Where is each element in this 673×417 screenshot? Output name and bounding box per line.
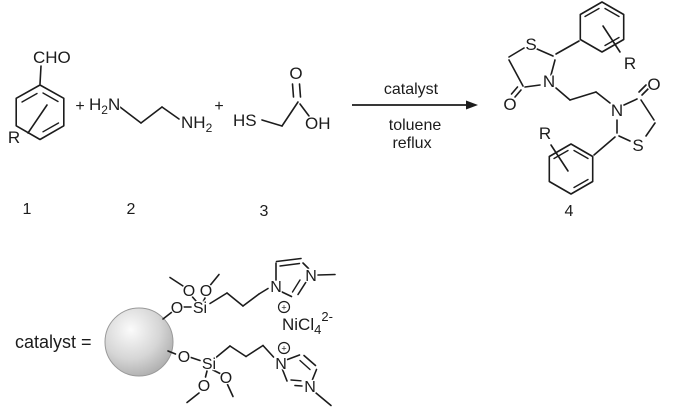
nitrogen-label: N — [305, 268, 317, 285]
silicon-label: Si — [202, 356, 216, 373]
oxygen-label-bottom: O — [647, 75, 660, 94]
methoxy-oxygen-label: O — [220, 370, 232, 387]
compound-number-1: 1 — [23, 201, 32, 218]
amine-n: N — [108, 95, 120, 114]
plus-charge-label: + — [281, 344, 286, 354]
arrow-condition-solvent: toluene — [389, 117, 442, 134]
counterion-main: NiCl — [282, 315, 314, 334]
variable-position-bond — [27, 104, 48, 134]
r-group-label-bottom: R — [539, 124, 551, 143]
silicon-label: Si — [193, 300, 207, 317]
hydroxyl-label: OH — [305, 114, 331, 133]
nitrogen-label: N — [270, 279, 282, 296]
counterion-label: NiCl42- — [282, 309, 333, 337]
arrow-condition-above: catalyst — [384, 81, 439, 98]
nitrogen-label-top: N — [543, 72, 555, 91]
nitrogen-label: N — [275, 356, 287, 373]
variable-position-bond — [602, 25, 621, 53]
oxygen-label: O — [178, 349, 190, 366]
imidazolium-ring-top: N N + — [269, 257, 336, 314]
amine-h: H — [89, 95, 101, 114]
sulfur-label-bottom: S — [632, 136, 643, 155]
reaction-arrow: catalyst toluene reflux — [352, 80, 478, 153]
amine-right-label: NH2 — [181, 113, 213, 135]
plus-charge-icon — [277, 300, 291, 314]
sulfur-label-top: S — [525, 35, 536, 54]
plus-sign-2: + — [214, 98, 223, 115]
silica-sphere — [104, 307, 174, 377]
variable-position-bond — [550, 144, 569, 172]
reactant-2-ethylenediamine: H2N NH2 2 — [88, 94, 214, 220]
amine-subscript: 2 — [101, 103, 108, 117]
nitrogen-label-bottom: N — [611, 101, 623, 120]
catalyst-definition: catalyst = O Si O O — [14, 257, 336, 407]
r-group-label: R — [8, 128, 20, 147]
methoxy-oxygen-label: O — [183, 283, 195, 300]
imidazolium-ring-bottom: N N + — [274, 341, 332, 407]
aldehyde-label: CHO — [33, 48, 71, 67]
silane-linker-bottom: O Si O O — [167, 344, 275, 404]
counterion-subscript: 4 — [314, 322, 321, 337]
nitrogen-label: N — [304, 379, 316, 396]
methoxy-oxygen-label: O — [200, 283, 212, 300]
plus-charge-icon — [277, 341, 291, 355]
arrowhead-icon — [466, 100, 478, 110]
oxygen-label-top: O — [503, 95, 516, 114]
plus-sign-1: + — [75, 98, 84, 115]
r-group-label-top: R — [624, 54, 636, 73]
thiol-label: HS — [233, 111, 257, 130]
oxygen-label: O — [171, 300, 183, 317]
plus-charge-label: + — [281, 303, 286, 313]
carbonyl-oxygen-label: O — [289, 64, 302, 83]
reactant-3-thioglycolic-acid: HS O OH 3 — [232, 63, 332, 222]
compound-number-4: 4 — [565, 203, 574, 220]
arrow-condition-temp: reflux — [392, 135, 431, 152]
amine-nh: NH — [181, 113, 206, 132]
reactant-1-benzaldehyde: CHO R 1 — [7, 47, 72, 220]
compound-number-2: 2 — [127, 201, 136, 218]
methoxy-oxygen-label: O — [198, 378, 210, 395]
compound-number-3: 3 — [260, 203, 269, 220]
catalyst-equals-label: catalyst = — [15, 332, 92, 352]
counterion-superscript: 2- — [321, 309, 333, 324]
product-4-bisthiazolidinone: S N O R N O S R 4 — [502, 1, 662, 221]
amine-left-label: H2N — [89, 95, 120, 117]
silane-linker-top: O Si O O — [162, 273, 269, 320]
amine-subscript: 2 — [206, 121, 213, 135]
